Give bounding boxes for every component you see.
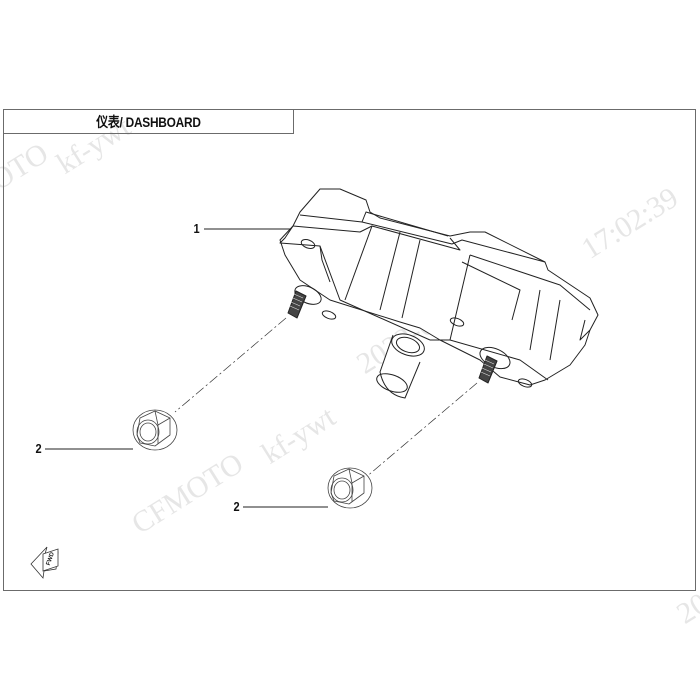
dashboard-part xyxy=(279,188,599,399)
callout-1: 1 xyxy=(193,221,200,236)
callout-2-left: 2 xyxy=(35,441,42,456)
flange-nut-left xyxy=(132,409,178,451)
stud-left xyxy=(287,290,307,319)
flange-nut-right xyxy=(327,467,373,509)
page-title: 仪表/ DASHBOARD xyxy=(96,113,201,130)
title-block: 仪表/ DASHBOARD xyxy=(3,109,294,134)
drawing-frame xyxy=(3,109,696,591)
callout-2-right: 2 xyxy=(233,499,240,514)
stud-right xyxy=(478,355,498,384)
fwd-arrow-icon xyxy=(30,546,59,579)
